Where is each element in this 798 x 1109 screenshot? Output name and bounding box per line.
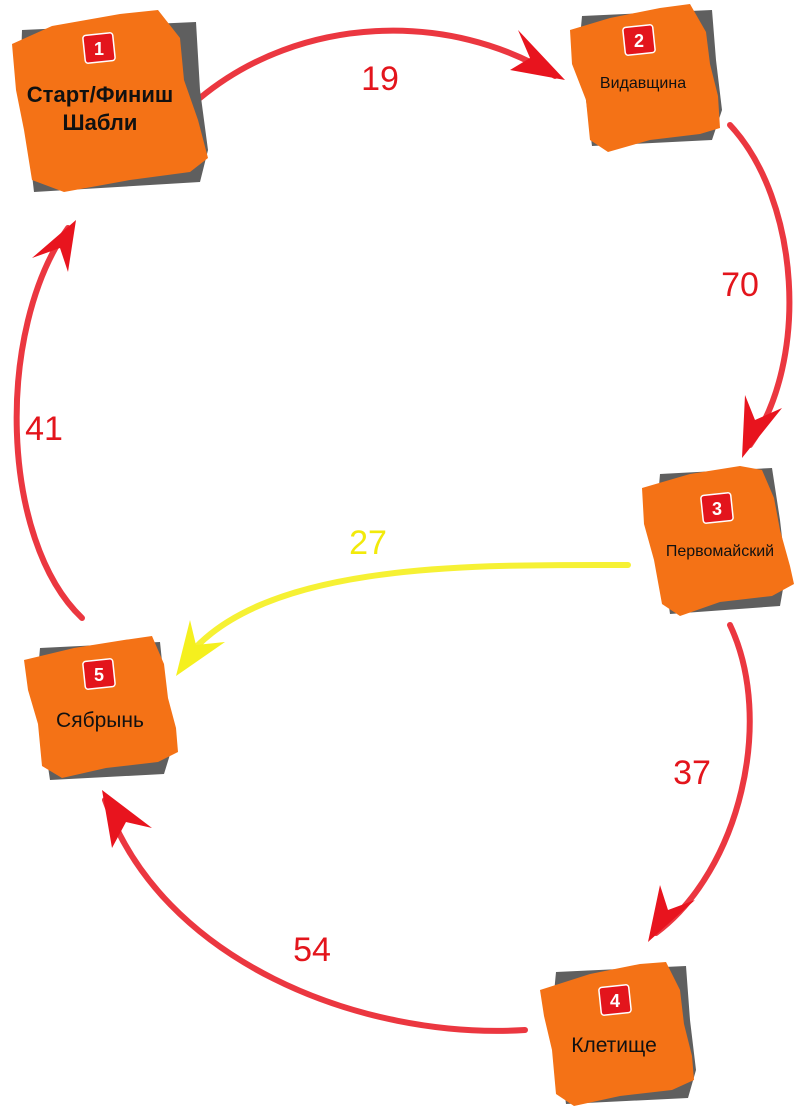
arrowhead-3-4: [648, 885, 695, 942]
node-card-4: [540, 962, 694, 1106]
edge-2-3: 70: [721, 122, 793, 458]
node-3: 3 Первомайский: [642, 466, 794, 616]
arrowhead-2-3: [742, 395, 782, 458]
node-card-1: [12, 10, 208, 192]
edge-label-3-5: 27: [349, 524, 387, 562]
edge-label-5-1: 41: [25, 410, 63, 448]
badge-number-5: 5: [94, 665, 104, 685]
arrowhead-1-2: [510, 30, 565, 80]
node-label-3: Первомайский: [666, 543, 774, 560]
badge-5: [82, 658, 116, 690]
badge-number-1: 1: [94, 39, 104, 59]
edge-label-1-2: 19: [361, 60, 399, 98]
nodes: 1 Старт/Финиш Шабли 2 Видавщина 3 Первом…: [12, 4, 794, 1106]
badge-number-2: 2: [634, 31, 644, 51]
edge-3-5: 27: [176, 524, 631, 676]
node-label-5: Сябрынь: [56, 709, 144, 732]
node-5: 5 Сябрынь: [24, 636, 178, 780]
node-2: 2 Видавщина: [570, 4, 722, 152]
arrowhead-4-5: [102, 790, 152, 848]
node-label-1: Старт/Финиш: [27, 82, 173, 107]
arrowhead-5-1: [32, 220, 76, 272]
node-label-2: Видавщина: [600, 75, 686, 92]
badge-1: [82, 32, 116, 64]
edge-4-5: 54: [102, 790, 528, 1034]
badge-number-4: 4: [610, 991, 620, 1011]
badge-2: [622, 24, 656, 56]
arrow-2-3: [727, 122, 793, 448]
node-card-2: [570, 4, 720, 152]
node-sublabel-1: Шабли: [63, 110, 138, 135]
edge-3-4: 37: [648, 622, 753, 942]
arrow-4-5: [102, 797, 528, 1034]
arrowhead-3-5: [176, 620, 225, 676]
edge-1-2: 19: [197, 27, 565, 101]
node-4: 4 Клетище: [540, 962, 696, 1106]
badge-number-3: 3: [712, 499, 722, 519]
arrow-3-5: [182, 561, 631, 663]
badge-4: [598, 984, 632, 1016]
edge-5-1: 41: [13, 220, 85, 621]
node-label-4: Клетище: [571, 1034, 657, 1057]
badge-3: [700, 492, 734, 524]
edge-label-3-4: 37: [673, 754, 711, 792]
node-card-5: [24, 636, 178, 778]
arrow-1-2: [197, 27, 558, 101]
node-1: 1 Старт/Финиш Шабли: [12, 10, 208, 192]
edges: 19 70 37 54 41 27: [13, 27, 793, 1034]
node-card-3: [642, 466, 794, 616]
edge-label-2-3: 70: [721, 266, 759, 304]
edge-label-4-5: 54: [293, 931, 331, 969]
arrow-5-1: [13, 225, 85, 621]
